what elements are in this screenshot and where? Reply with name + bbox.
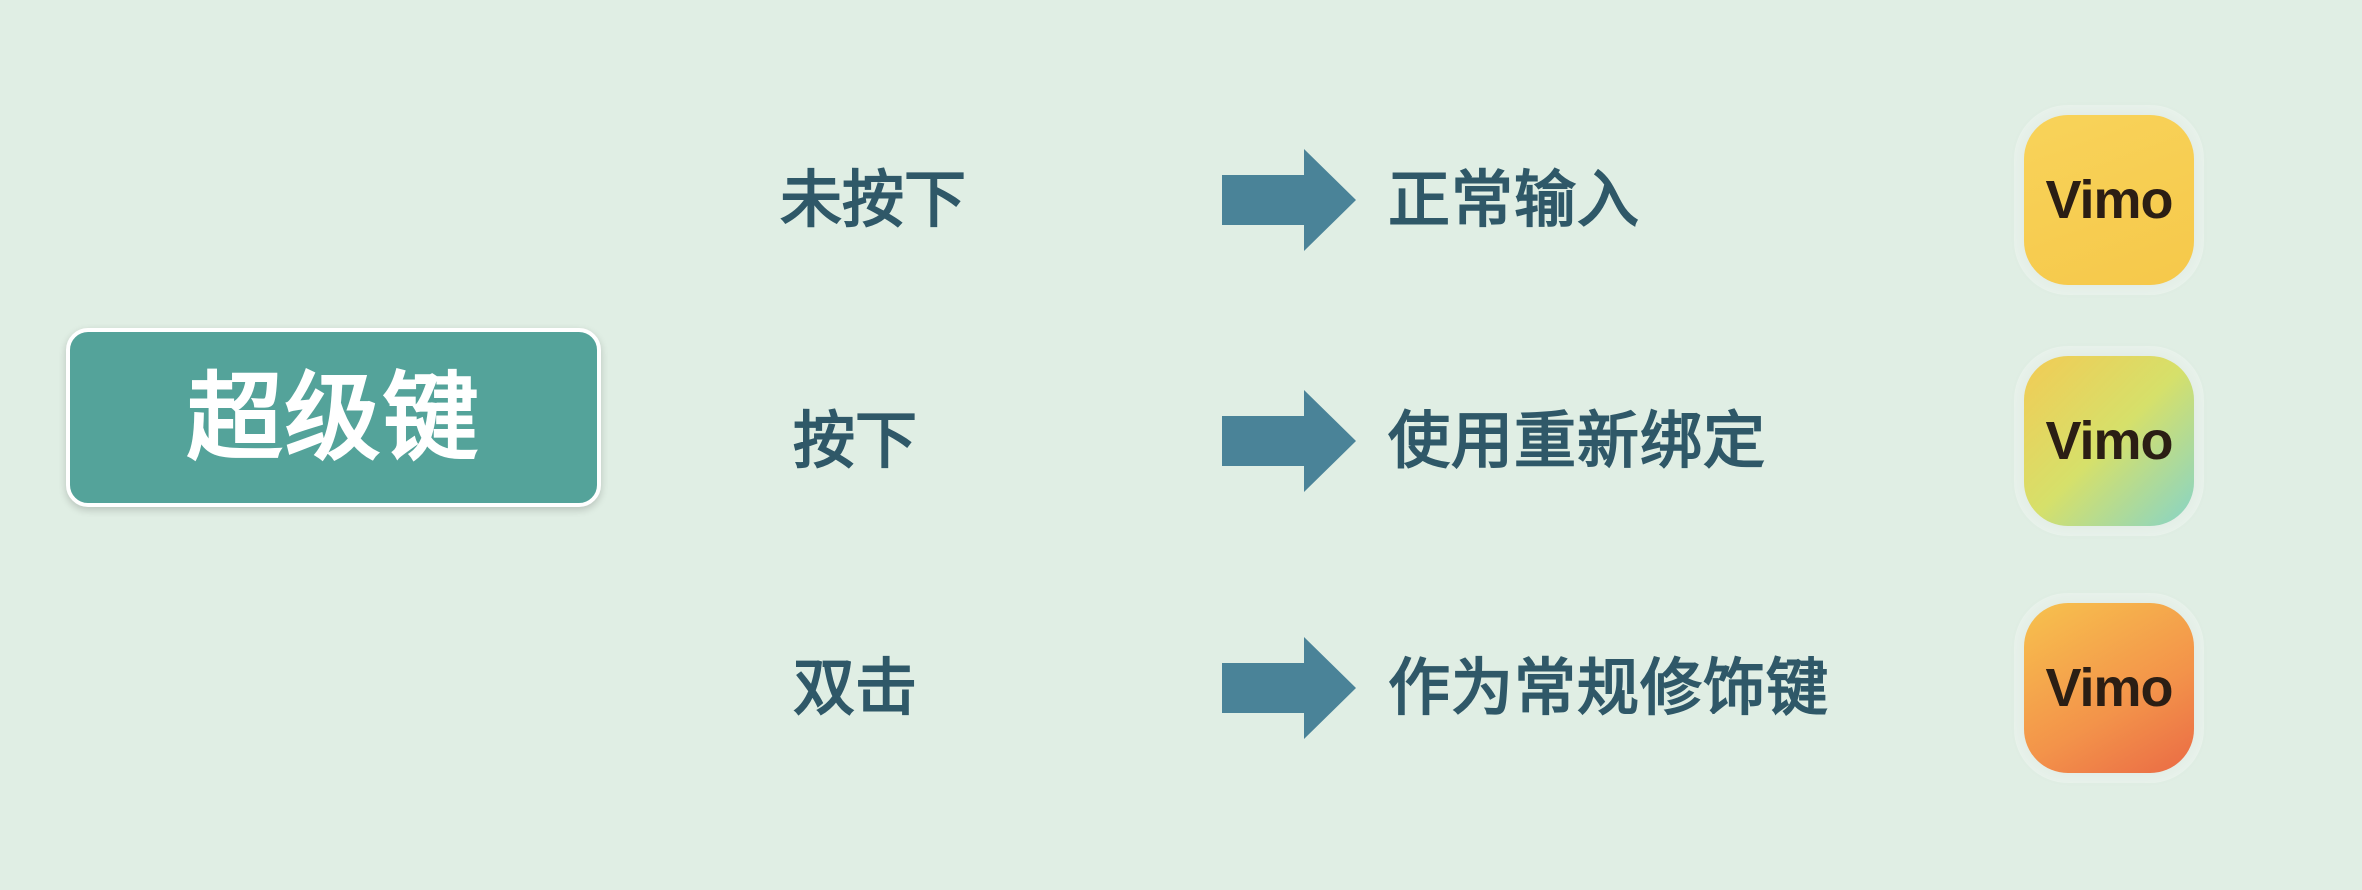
- super-key-box: 超级键: [66, 328, 601, 507]
- condition-label: 按下: [793, 404, 918, 477]
- result-label: 使用重新绑定: [1388, 404, 1767, 477]
- mapping-row-not-pressed: 未按下 正常输入 Vimo: [0, 100, 2362, 300]
- right-arrow-icon: [1222, 149, 1356, 251]
- mapping-row-double-click: 双击 作为常规修饰键 Vimo: [0, 588, 2362, 788]
- vimo-app-icon: Vimo: [2024, 603, 2194, 773]
- app-icon-label: Vimo: [2045, 170, 2173, 230]
- right-arrow-icon: [1222, 390, 1356, 492]
- right-arrow-icon: [1222, 637, 1356, 739]
- result-label: 作为常规修饰键: [1388, 651, 1830, 724]
- app-icon-label: Vimo: [2045, 411, 2173, 471]
- vimo-app-icon: Vimo: [2024, 115, 2194, 285]
- super-key-label: 超级键: [186, 361, 481, 474]
- app-icon-label: Vimo: [2045, 658, 2173, 718]
- condition-label: 双击: [793, 651, 918, 724]
- condition-label: 未按下: [780, 163, 967, 236]
- mapping-row-pressed: 按下 使用重新绑定 Vimo: [0, 341, 2362, 541]
- result-label: 正常输入: [1388, 163, 1641, 236]
- vimo-app-icon: Vimo: [2024, 356, 2194, 526]
